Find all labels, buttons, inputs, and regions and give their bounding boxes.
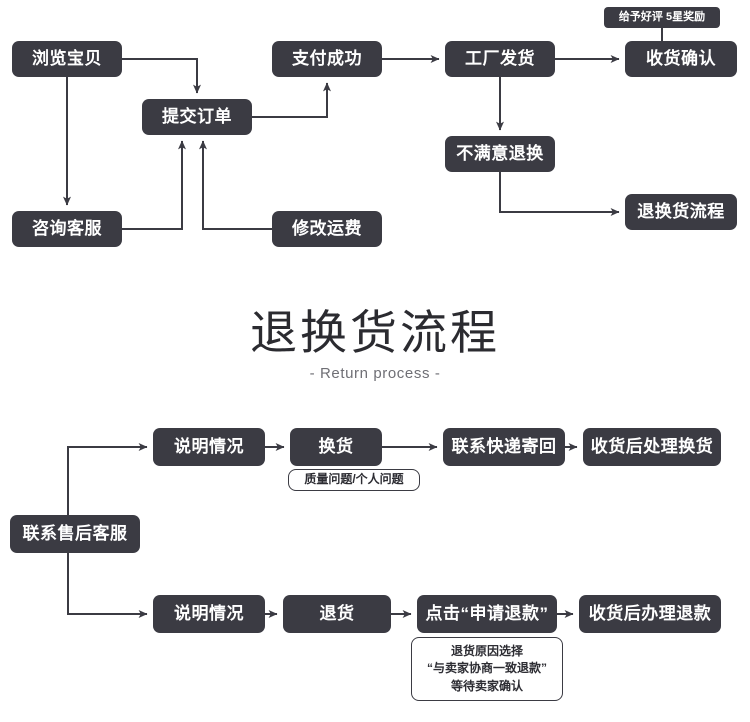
node-unsatisfied-return[interactable]: 不满意退换: [445, 136, 555, 172]
node-contact-courier[interactable]: 联系快递寄回: [443, 428, 565, 466]
note-exchange-reason: 质量问题/个人问题: [288, 469, 420, 491]
note-refund-reason: 退货原因选择 “与卖家协商一致退款” 等待卖家确认: [411, 637, 563, 701]
node-exchange[interactable]: 换货: [290, 428, 382, 466]
wire-browse-to-submit: [122, 58, 201, 94]
node-apply-refund[interactable]: 点击“申请退款”: [417, 595, 557, 633]
node-consult-service[interactable]: 咨询客服: [12, 211, 122, 247]
node-return-process[interactable]: 退换货流程: [625, 194, 737, 230]
node-return-goods[interactable]: 退货: [283, 595, 391, 633]
note-refund-line-3: 等待卖家确认: [450, 678, 523, 693]
node-browse[interactable]: 浏览宝贝: [12, 41, 122, 77]
node-edit-shipping-fee[interactable]: 修改运费: [272, 211, 382, 247]
note-refund-line-2: “与卖家协商一致退款”: [426, 661, 547, 676]
node-pay-success[interactable]: 支付成功: [272, 41, 382, 77]
node-explain-situation-refund[interactable]: 说明情况: [153, 595, 265, 633]
node-confirm-receipt[interactable]: 收货确认: [625, 41, 737, 77]
wire-aftersale-to-explain1: [67, 443, 148, 515]
wire-shipping-to-submit: [199, 140, 272, 230]
wire-consult-to-submit: [122, 140, 186, 230]
note-refund-line-1: 退货原因选择: [450, 643, 523, 658]
node-process-refund[interactable]: 收货后办理退款: [579, 595, 721, 633]
section-title-block: 退换货流程 - Return process -: [0, 306, 750, 382]
wire-unsatisfied-to-returnproc: [499, 172, 620, 216]
badge-review-reward[interactable]: 给予好评 5星奖励: [604, 7, 720, 28]
wire-submit-to-pay: [252, 82, 331, 118]
wire-aftersale-to-explain2: [67, 553, 148, 618]
page-subtitle: - Return process -: [309, 364, 441, 382]
node-factory-ship[interactable]: 工厂发货: [445, 41, 555, 77]
node-contact-after-sale[interactable]: 联系售后客服: [10, 515, 140, 553]
node-process-exchange[interactable]: 收货后处理换货: [583, 428, 721, 466]
node-explain-situation-exchange[interactable]: 说明情况: [153, 428, 265, 466]
page-title: 退换货流程: [250, 306, 500, 359]
node-submit-order[interactable]: 提交订单: [142, 99, 252, 135]
